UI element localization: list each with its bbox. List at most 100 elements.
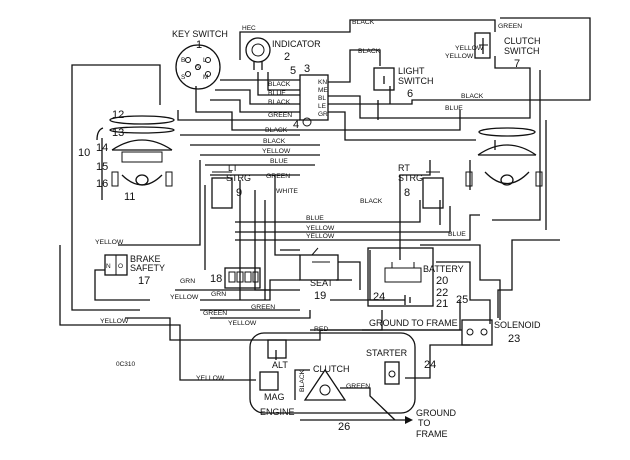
ground-symbol-upper <box>404 295 411 305</box>
wire-label-blue-right: BLUE <box>445 105 463 112</box>
solenoid-num: 23 <box>508 333 520 345</box>
wire-label-black-5: BLACK <box>360 198 383 205</box>
solenoid-body <box>461 319 493 346</box>
hour-meter-body <box>224 267 261 289</box>
rt-strg-label-2: STRG <box>398 173 423 183</box>
seat-label: SEAT <box>310 278 333 288</box>
starter-block <box>384 361 400 385</box>
engine-mag-label: MAG <box>264 392 285 402</box>
rt-strg-label-1: RT <box>398 163 410 173</box>
wire-label-red: RED <box>314 326 328 333</box>
diagram-code: 0C310 <box>116 361 136 368</box>
key-terminal-m: M <box>203 74 208 81</box>
wire-label-white: WHITE <box>276 188 298 195</box>
seat-num: 19 <box>314 290 326 302</box>
key-terminal-s: S <box>181 74 186 81</box>
engine-num-24: 24 <box>424 359 436 371</box>
lt-strg-label-1: LT <box>228 163 238 173</box>
lt-strg-body <box>211 171 233 209</box>
light-switch-body <box>373 67 395 91</box>
rt-strg-body <box>422 171 444 209</box>
battery-label: BATTERY <box>423 264 464 274</box>
junction-terminal-3: BL <box>318 95 326 102</box>
indicator-label: INDICATOR <box>272 39 321 49</box>
seat-body <box>299 247 339 281</box>
wire-label-green-short-2: GRN <box>211 291 226 298</box>
wire-label-green-4: GREEN <box>203 310 227 317</box>
wire-label-blue-1: BLUE <box>268 90 286 97</box>
headlight-num-10: 10 <box>78 147 90 159</box>
clutch-switch-body <box>474 32 491 59</box>
key-switch <box>175 44 221 90</box>
brake-safety-label-2: SAFETY <box>130 263 165 273</box>
wire-label-yellow-1: YELLOW <box>262 148 291 155</box>
mag-block <box>259 371 279 391</box>
indicator-tag: HEC <box>242 25 256 32</box>
key-terminal-l: L <box>203 57 207 64</box>
battery-num-24: 24 <box>373 291 385 303</box>
light-switch-label-2: SWITCH <box>398 76 434 86</box>
brake-safety-label-1: BRAKE <box>130 254 161 264</box>
brake-contact-n: N <box>106 263 111 270</box>
solenoid-num-25: 25 <box>456 294 468 306</box>
wire-label-green-3: GREEN <box>251 304 275 311</box>
wire-label-yellow-clutch-2: YELLOW <box>445 53 474 60</box>
engine-clutch-label: CLUTCH <box>313 364 350 374</box>
wire-label-yellow-5: YELLOW <box>170 294 199 301</box>
ground-symbol-lower <box>405 416 413 424</box>
wire-label-green-1: GREEN <box>268 112 292 119</box>
wire-label-green-2: GREEN <box>266 173 290 180</box>
clutch-switch-label-1: CLUTCH <box>504 36 541 46</box>
indicator-lamp <box>245 37 271 70</box>
solenoid-label: SOLENOID <box>494 320 541 330</box>
engine-alt-label: ALT <box>272 360 288 370</box>
wire-label-black-engine: BLACK <box>299 369 306 392</box>
wire-label-green-engine: GREEN <box>346 383 370 390</box>
wire-harness <box>59 17 591 421</box>
wire-label-yellow-clutch-1: YELLOW <box>455 45 484 52</box>
wire-label-green-short-1: GRN <box>180 278 195 285</box>
clutch-triangle <box>303 368 347 401</box>
clutch-switch-num: 7 <box>514 58 520 70</box>
rt-strg-num: 8 <box>404 187 410 199</box>
key-terminal-g: G <box>195 65 200 72</box>
key-switch-label: KEY SWITCH <box>172 29 228 39</box>
wire-label-black-top: BLACK <box>352 19 375 26</box>
battery-num-20: 20 <box>436 275 448 287</box>
junction-terminal-2: ME <box>318 87 328 94</box>
wire-label-yellow-8: YELLOW <box>196 375 225 382</box>
battery-num-22: 22 <box>436 287 448 299</box>
brake-contact-o: O <box>118 263 123 270</box>
junction-block <box>299 74 329 127</box>
battery-num-21: 21 <box>436 298 448 310</box>
headlight-num-14: 14 <box>96 142 108 154</box>
headlight-num-13: 13 <box>112 127 124 139</box>
wire-label-blue-2: BLUE <box>270 158 288 165</box>
ground-to-frame-line-3: FRAME <box>416 429 448 439</box>
wire-label-black-1: BLACK <box>268 81 291 88</box>
key-switch-num: 1 <box>196 39 202 51</box>
wire-label-black-light: BLACK <box>358 48 381 55</box>
wire-label-blue-3: BLUE <box>306 215 324 222</box>
wire-label-black-3: BLACK <box>265 127 288 134</box>
wire-label-black-2: BLACK <box>268 99 291 106</box>
wire-label-yellow-4: YELLOW <box>95 239 124 246</box>
wire-label-yellow-3: YELLOW <box>306 233 335 240</box>
junction-num-5: 5 <box>290 65 296 77</box>
wire-label-black-4: BLACK <box>263 138 286 145</box>
junction-terminal-5: GR <box>318 111 328 118</box>
battery-body <box>367 247 434 307</box>
ground-to-frame-line-1: GROUND <box>416 408 456 418</box>
alt-block <box>267 339 287 359</box>
hour-meter-num: 18 <box>210 273 222 285</box>
wire-label-green-clutch: GREEN <box>498 23 522 30</box>
lt-strg-label-2: STRG <box>226 173 251 183</box>
junction-num-4: 4 <box>293 119 299 131</box>
wire-label-yellow-2: YELLOW <box>306 225 335 232</box>
wire-label-black-right: BLACK <box>461 93 484 100</box>
wire-label-blue-4: BLUE <box>448 231 466 238</box>
clutch-switch-label-2: SWITCH <box>504 46 540 56</box>
brake-safety-num: 17 <box>138 275 150 287</box>
ground-to-frame-label: GROUND TO FRAME <box>369 318 458 328</box>
